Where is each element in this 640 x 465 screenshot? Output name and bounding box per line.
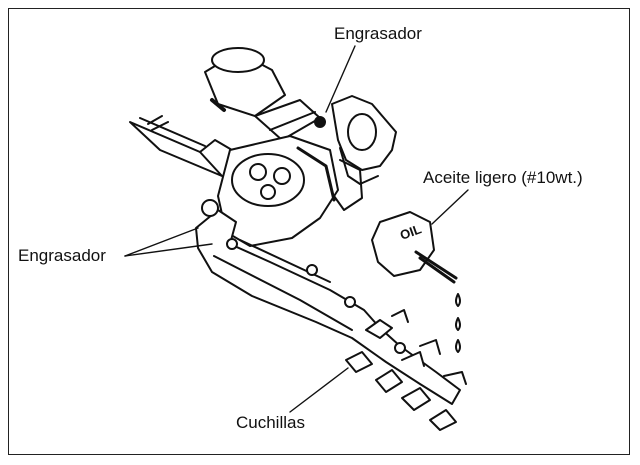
adjustment-knob (331, 95, 397, 185)
blade-teeth (345, 309, 467, 431)
motor-housing (204, 47, 321, 141)
blade-bar (195, 199, 461, 405)
oil-drops (455, 293, 461, 353)
light-oil-label: Aceite ligero (#10wt.) (423, 168, 583, 187)
leader-lines (124, 45, 469, 413)
shaft-handle (129, 115, 233, 177)
oil-can-label: OIL (398, 221, 424, 243)
oil-can-icon (371, 211, 458, 284)
figure-frame (8, 8, 630, 455)
grease-fitting-label-top: Engrasador (334, 24, 422, 43)
gear-case (217, 116, 363, 247)
grease-fitting-label-left: Engrasador (18, 246, 106, 265)
blades-label: Cuchillas (236, 413, 305, 432)
